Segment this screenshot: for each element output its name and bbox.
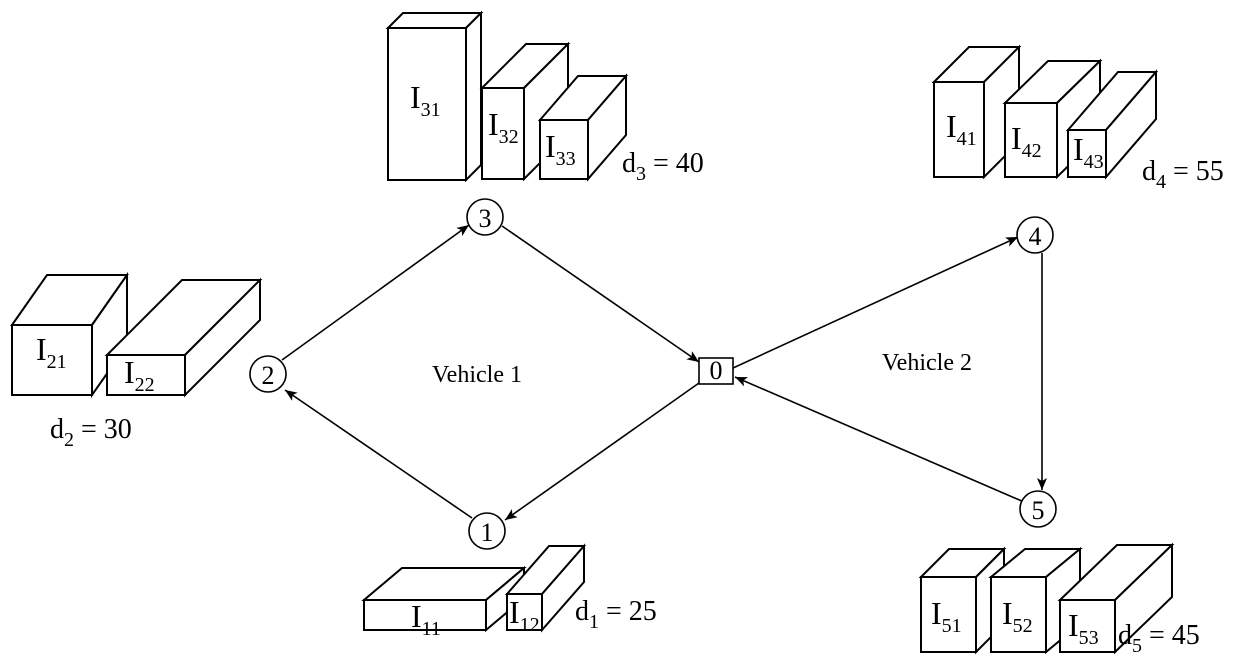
item-box-I33: I33: [537, 73, 629, 182]
item-label: I52: [1002, 595, 1033, 637]
item-box-front-face: [506, 593, 543, 631]
node-label-5: 5: [1032, 496, 1045, 525]
item-label: I43: [1073, 131, 1104, 173]
demand-label-node-2: d2 = 30: [50, 414, 132, 451]
item-box-side-face: [465, 10, 482, 183]
edge-1-to-2: [284, 389, 473, 519]
item-label: I33: [545, 128, 576, 170]
vehicle-1-label: Vehicle 1: [432, 362, 522, 388]
edge-3-to-0: [501, 225, 700, 363]
demand-label-node-5: d5 = 45: [1118, 620, 1200, 657]
demand-label-node-1: d1 = 25: [575, 596, 657, 633]
node-label-4: 4: [1029, 222, 1042, 251]
item-box-front-face: [539, 119, 589, 180]
item-label: I32: [488, 106, 519, 148]
customer-node-4: 4: [1016, 216, 1054, 254]
depot-node: 0: [698, 356, 734, 385]
customer-node-1: 1: [468, 512, 506, 550]
customer-node-5: 5: [1019, 490, 1057, 528]
item-box-front-face: [481, 87, 525, 180]
node-label-0: 0: [710, 356, 723, 385]
item-box-front-face: [920, 576, 977, 653]
item-label: I11: [411, 598, 441, 640]
item-box-front-face: [1067, 129, 1107, 178]
customer-node-2: 2: [249, 355, 287, 393]
item-box-I31: I31: [385, 10, 484, 183]
edge-2-to-3: [281, 224, 470, 361]
node-label-1: 1: [481, 518, 494, 547]
item-box-I32: I32: [479, 41, 571, 182]
item-label: I53: [1068, 607, 1099, 649]
item-box-I53: I53: [1057, 542, 1175, 655]
node-circle-2: [249, 355, 287, 393]
item-label: I42: [1011, 120, 1042, 162]
item-box-I11: I11: [361, 565, 527, 640]
item-box-I22: I22: [104, 277, 263, 398]
item-box-front-face: [990, 576, 1047, 653]
route-edges: [281, 224, 1047, 521]
item-label: I31: [410, 79, 441, 121]
item-label: I22: [124, 354, 155, 396]
item-label: I21: [36, 331, 67, 373]
node-label-2: 2: [262, 361, 275, 390]
item-box-front-face: [933, 81, 985, 178]
demand-label-node-4: d4 = 55: [1142, 156, 1224, 193]
node-label-3: 3: [479, 204, 492, 233]
edge-0-to-1: [504, 382, 700, 521]
item-label: I51: [931, 595, 962, 637]
edge-0-to-4: [732, 236, 1019, 369]
node-circle-5: [1019, 490, 1057, 528]
item-box-front-face: [387, 27, 467, 181]
item-box-front-face: [363, 599, 487, 631]
item-label: I12: [509, 594, 540, 636]
node-circle-3: [466, 198, 504, 236]
node-circle-1: [468, 512, 506, 550]
item-box-front-face: [11, 324, 93, 396]
item-box-I43: I43: [1065, 69, 1159, 180]
depot-square: [698, 357, 734, 385]
customer-node-3: 3: [466, 198, 504, 236]
item-box-front-face: [1059, 599, 1116, 653]
item-label: I41: [946, 108, 977, 150]
vehicle-2-label: Vehicle 2: [882, 350, 972, 376]
demand-label-node-3: d3 = 40: [622, 148, 704, 185]
item-box-front-face: [106, 354, 186, 396]
edge-5-to-0: [734, 376, 1025, 503]
item-box-front-face: [1004, 102, 1058, 178]
item-box-I12: I12: [504, 543, 587, 636]
node-circle-4: [1016, 216, 1054, 254]
